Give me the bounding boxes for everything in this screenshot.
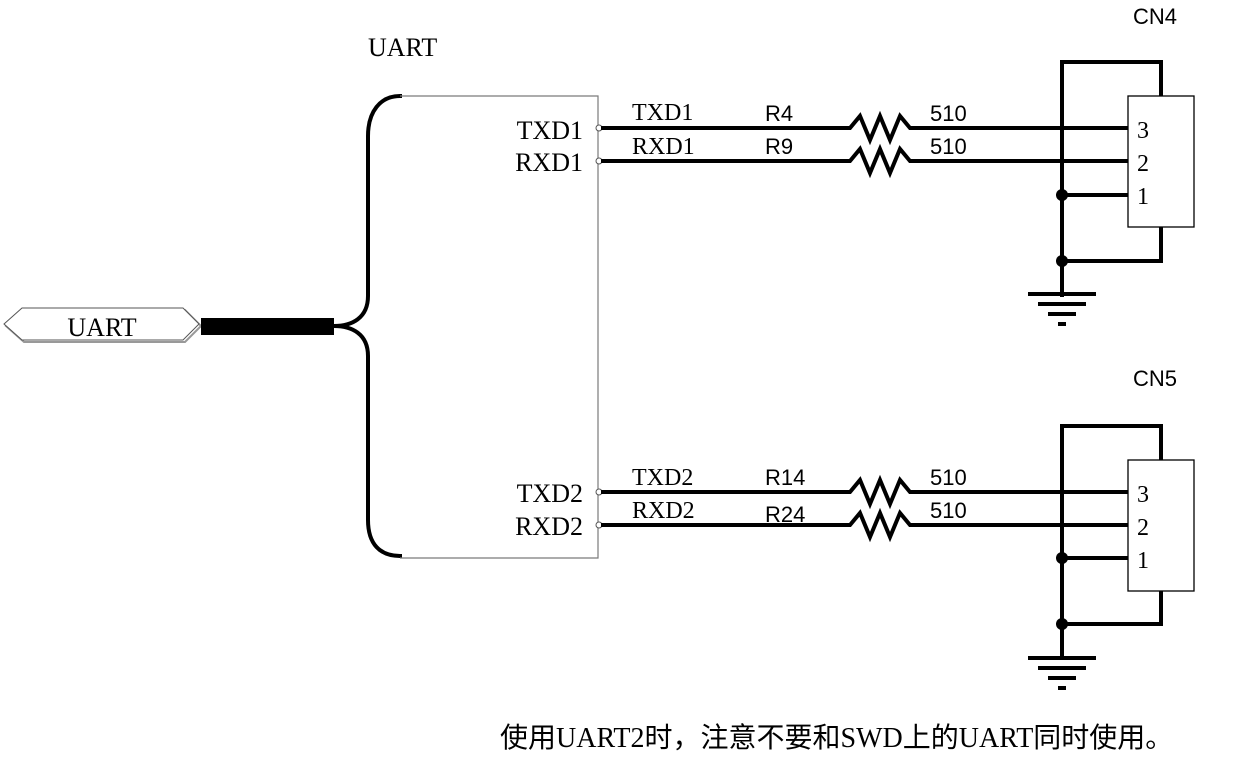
resistor-ref-r9: R9 <box>765 134 793 159</box>
ground-icon <box>1028 292 1096 326</box>
resistor-ref-r24: R24 <box>765 502 805 527</box>
net-rxd2: RXD2 R24 510 <box>601 498 1130 543</box>
uart-port-connector[interactable]: UART <box>3 307 203 343</box>
resistor-value-r4: 510 <box>930 101 967 126</box>
connector-ref-cn5: CN5 <box>1133 366 1177 391</box>
bus-line <box>201 318 334 335</box>
net-label-rxd2: RXD2 <box>632 498 695 524</box>
block-pin-rxd1: RXD1 <box>515 148 583 177</box>
block-pin-txd1: TXD1 <box>517 116 583 145</box>
cn5-pin-1: 1 <box>1137 548 1149 574</box>
net-label-rxd1: RXD1 <box>632 134 695 160</box>
ground-icon <box>1028 656 1096 690</box>
junction-dot <box>1056 618 1068 630</box>
uart-block-title: UART <box>368 33 437 62</box>
cn4-pin-3: 3 <box>1137 118 1149 144</box>
usage-note: 使用UART2时，注意不要和SWD上的UART同时使用。 <box>500 723 1174 754</box>
resistor-ref-r4: R4 <box>765 101 793 126</box>
block-pin-txd2: TXD2 <box>517 479 583 508</box>
block-pin-rxd2: RXD2 <box>515 512 583 541</box>
bus-branch-upper <box>331 93 403 329</box>
bus-branch-lower <box>331 323 403 559</box>
resistor-value-r14: 510 <box>930 465 967 490</box>
connector-cn5[interactable]: CN5 3 2 1 <box>1056 366 1195 660</box>
junction-dot <box>1056 255 1068 267</box>
net-txd2: TXD2 R14 510 <box>601 465 1130 510</box>
resistor-ref-r14: R14 <box>765 465 805 490</box>
cn5-pin-2: 2 <box>1137 515 1149 541</box>
net-label-txd2: TXD2 <box>632 465 693 491</box>
cn4-pin-2: 2 <box>1137 151 1149 177</box>
net-label-txd1: TXD1 <box>632 100 693 126</box>
uart-block-outline <box>400 95 599 559</box>
connector-body-cn5 <box>1127 459 1195 592</box>
port-label: UART <box>67 313 136 342</box>
connector-cn4[interactable]: CN4 3 2 1 <box>1056 4 1195 297</box>
net-txd1: TXD1 R4 510 <box>601 100 1130 146</box>
resistor-value-r24: 510 <box>930 498 967 523</box>
cn4-pin-1: 1 <box>1137 184 1149 210</box>
cn5-pin-3: 3 <box>1137 482 1149 508</box>
connector-body-cn4 <box>1127 95 1195 228</box>
net-rxd1: RXD1 R9 510 <box>601 134 1130 179</box>
resistor-value-r9: 510 <box>930 134 967 159</box>
junction-dot <box>1056 552 1068 564</box>
connector-ref-cn4: CN4 <box>1133 4 1177 29</box>
junction-dot <box>1056 189 1068 201</box>
